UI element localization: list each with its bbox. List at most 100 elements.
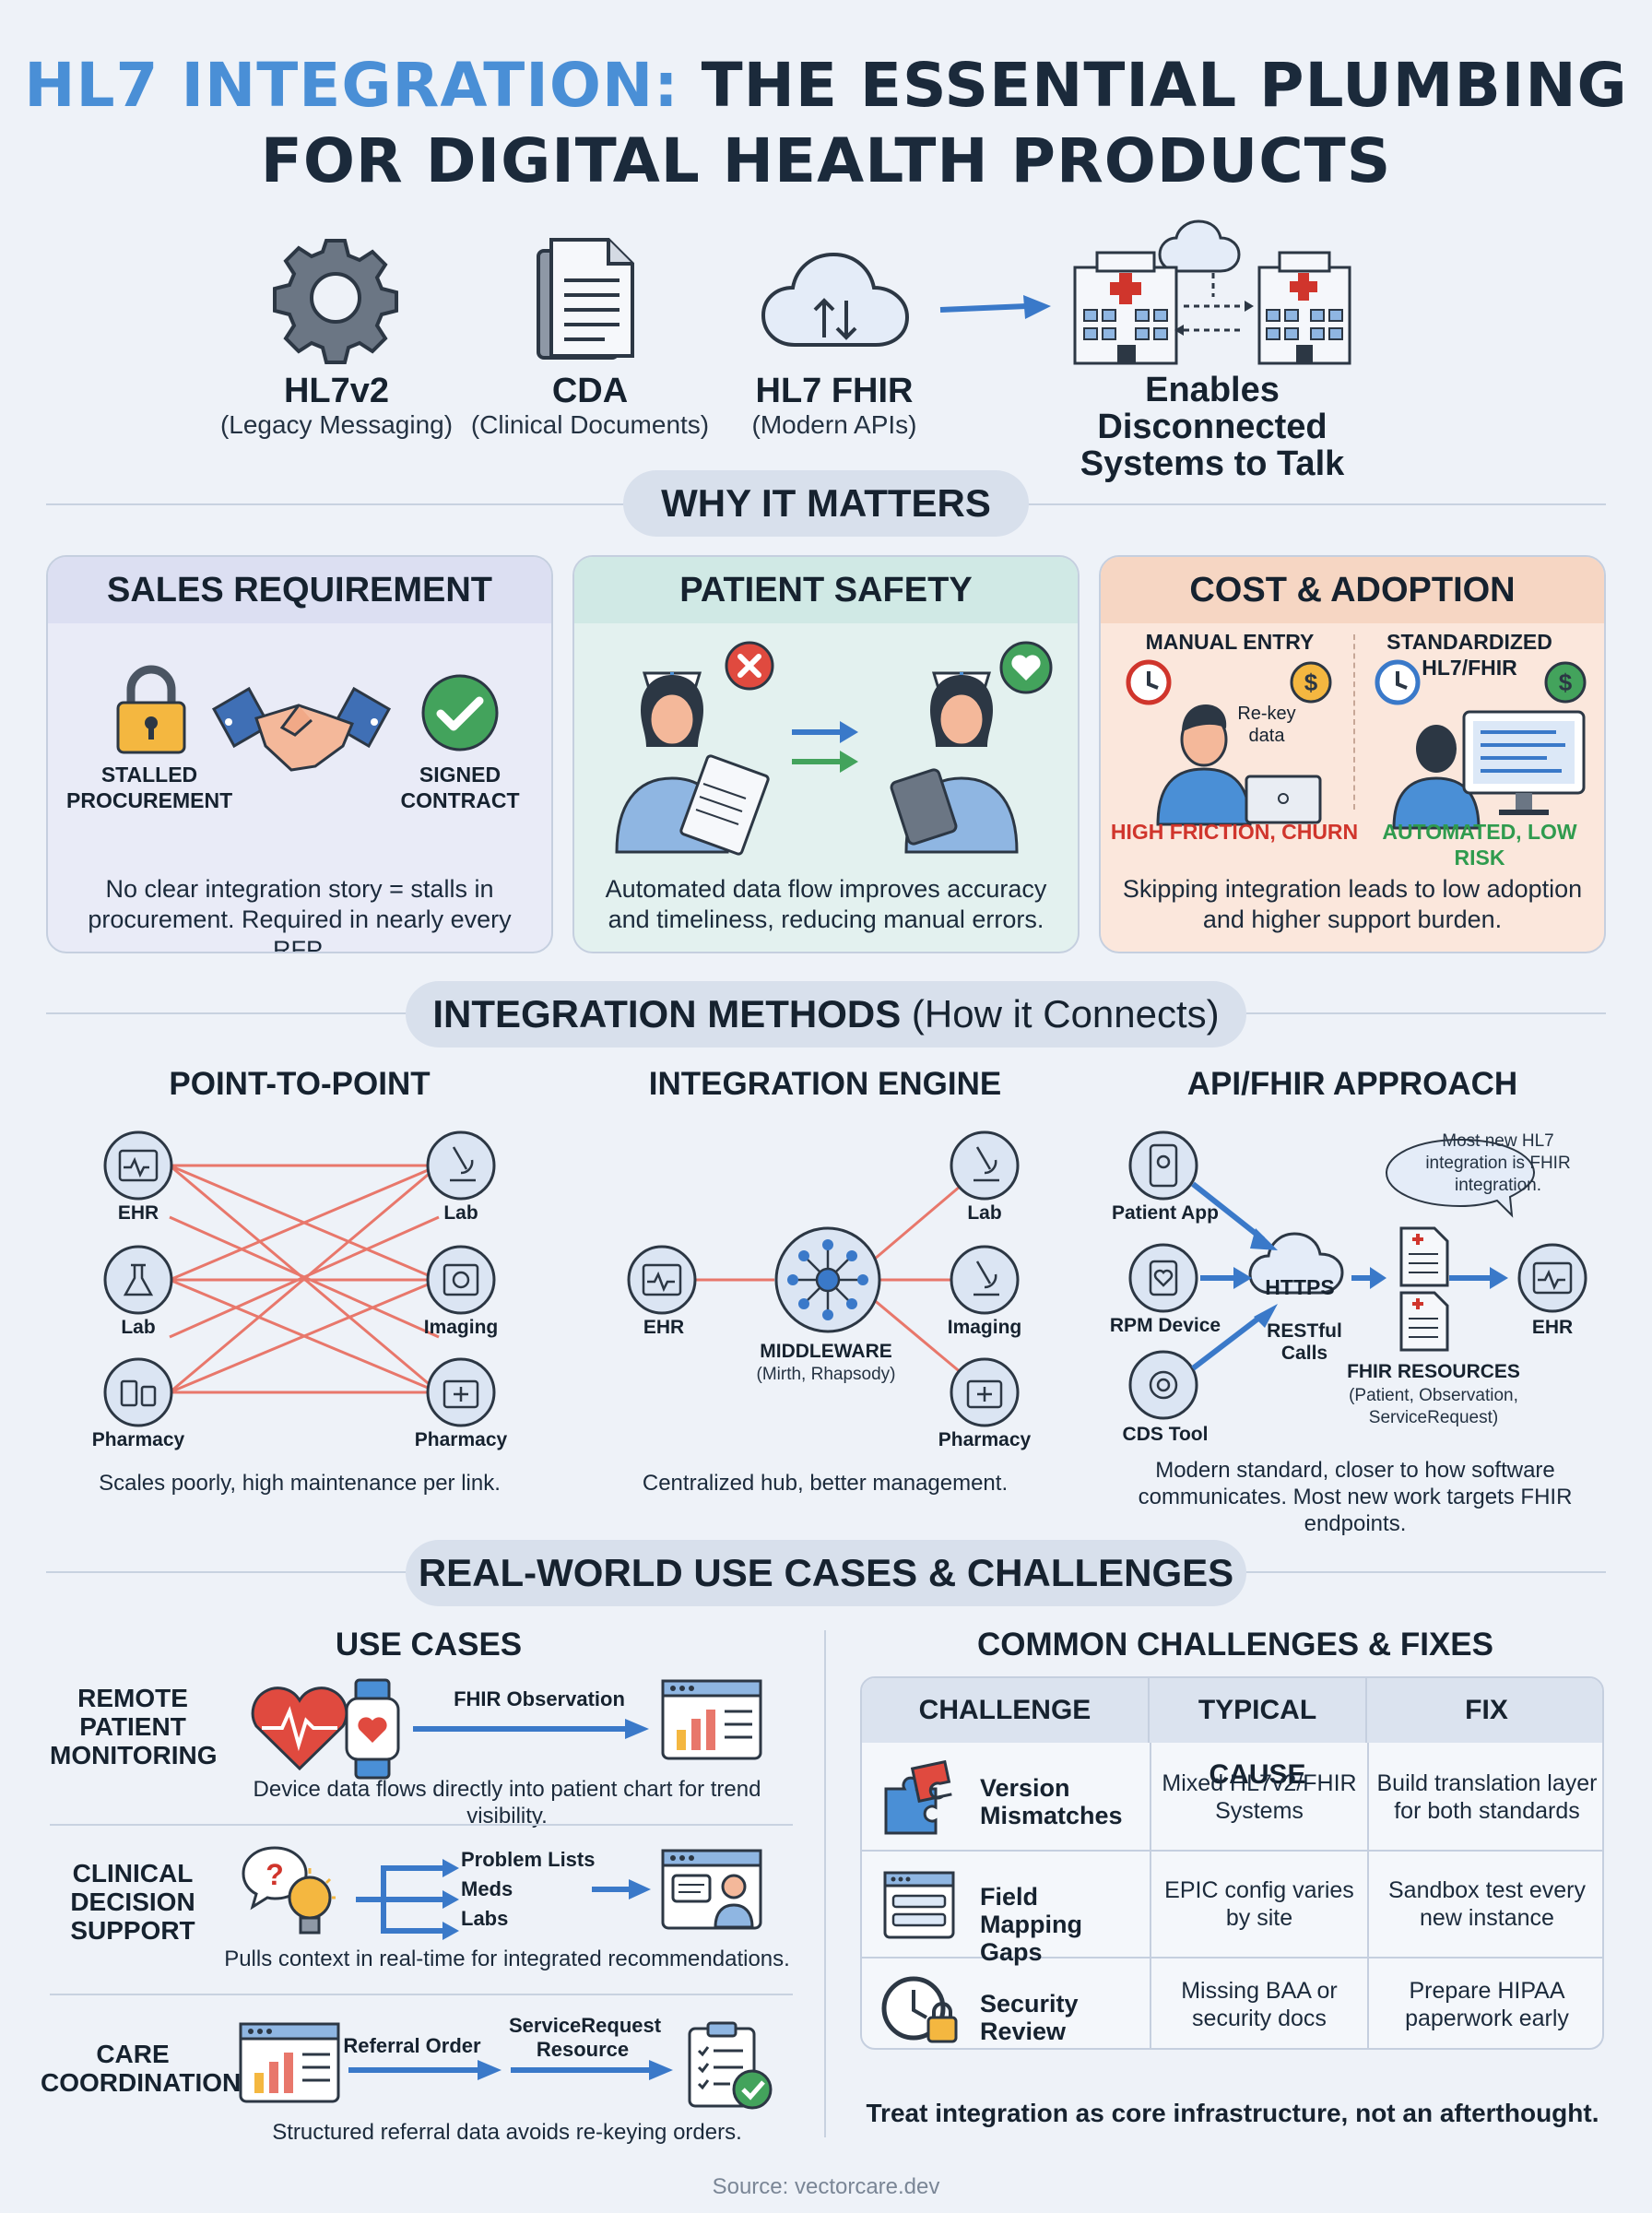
signed-label: SIGNED CONTRACT bbox=[400, 763, 520, 812]
title-rest: THE ESSENTIAL PLUMBING bbox=[678, 50, 1628, 121]
row3-challenge: Security Review Delays bbox=[980, 1990, 1079, 2048]
row2-fix: Sandbox test every new instance bbox=[1387, 1877, 1586, 1931]
why-pill: WHY IT MATTERS bbox=[623, 470, 1029, 537]
manual-entry-label: MANUAL ENTRY bbox=[1145, 630, 1315, 654]
usecase-care-flow-servicerequest: ServiceRequest Resource bbox=[509, 2014, 662, 2061]
rpm-arrow bbox=[413, 1719, 649, 1739]
fhir-sub: (Modern APIs) bbox=[751, 410, 917, 439]
row1-challenge: Version Mismatches bbox=[980, 1774, 1123, 1829]
svg-text:$: $ bbox=[1559, 669, 1573, 696]
care-arrow-2 bbox=[511, 2060, 673, 2080]
usecase-cds-flow-problems: Problem Lists bbox=[461, 1848, 596, 1871]
api-diagram bbox=[1128, 1130, 1587, 1420]
check-icon bbox=[421, 674, 499, 751]
title-line2: FOR DIGITAL HEALTH PRODUCTS bbox=[260, 125, 1392, 196]
cda-sub: (Clinical Documents) bbox=[470, 410, 710, 439]
api-node-rpm: RPM Device bbox=[1109, 1315, 1221, 1336]
methods-pill-light: (How it Connects) bbox=[901, 992, 1220, 1035]
high-friction-label: HIGH FRICTION, CHURN bbox=[1110, 820, 1359, 844]
usecases-vertical-divider bbox=[824, 1630, 826, 2137]
hl7v2-sub: (Legacy Messaging) bbox=[219, 410, 454, 439]
usecase-care-desc: Structured referral data avoids re-keyin… bbox=[272, 2120, 742, 2145]
p2p-node-pharmacy-right: Pharmacy bbox=[414, 1429, 508, 1450]
sales-card-title: SALES REQUIREMENT bbox=[48, 557, 551, 623]
arrow-right-icon bbox=[939, 295, 1051, 319]
cds-arrow bbox=[592, 1879, 651, 1899]
document-icon bbox=[537, 238, 634, 360]
page-title: HL7 INTEGRATION: THE ESSENTIAL PLUMBING … bbox=[0, 48, 1652, 199]
https-label: HTTPS bbox=[1265, 1275, 1335, 1299]
enables-label: Enables Disconnected Systems to Talk bbox=[1080, 371, 1345, 483]
referral-dashboard-icon bbox=[239, 2022, 340, 2103]
p2p-node-ehr: EHR bbox=[117, 1202, 159, 1224]
usecases-title: USE CASES bbox=[335, 1627, 523, 1663]
cost-card-title: COST & ADOPTION bbox=[1101, 557, 1604, 623]
frustrated-person-icon bbox=[1156, 704, 1322, 826]
api-node-ehr: EHR bbox=[1531, 1317, 1574, 1338]
engine-hub-sub: (Mirth, Rhapsody) bbox=[756, 1365, 896, 1384]
usecase-care-flow-referral: Referral Order bbox=[343, 2034, 481, 2057]
standardized-label: STANDARDIZED HL7/FHIR bbox=[1386, 630, 1552, 680]
row1-cause: Mixed HL7v2/FHIR Systems bbox=[1162, 1770, 1357, 1824]
row1-fix: Build translation layer for both standar… bbox=[1376, 1770, 1598, 1824]
nurse-tablet-icon bbox=[890, 671, 1019, 854]
engine-desc: Centralized hub, better management. bbox=[642, 1471, 1009, 1496]
usecase-rpm-desc: Device data flows directly into patient … bbox=[253, 1777, 761, 1828]
p2p-node-pharmacy-left: Pharmacy bbox=[91, 1429, 185, 1450]
doctor-screen-icon bbox=[661, 1849, 762, 1930]
cda-label: CDA bbox=[551, 372, 629, 410]
svg-text:$: $ bbox=[1304, 669, 1318, 696]
heart-monitor-icon bbox=[251, 1686, 348, 1771]
usecase-divider-2 bbox=[50, 1994, 793, 1995]
smartwatch-icon bbox=[345, 1678, 400, 1780]
engine-node-ehr: EHR bbox=[643, 1317, 685, 1338]
usecase-cds-desc: Pulls context in real-time for integrate… bbox=[224, 1947, 790, 1971]
api-node-cds: CDS Tool bbox=[1122, 1424, 1209, 1445]
table-grid bbox=[862, 1743, 1602, 2048]
branch-arrows bbox=[356, 1859, 459, 1940]
cost-divider bbox=[1353, 634, 1355, 810]
clipboard-check-icon bbox=[688, 2021, 773, 2110]
stalled-label: STALLED PROCUREMENT bbox=[66, 763, 233, 812]
computer-user-icon bbox=[1392, 710, 1586, 830]
engine-node-lab: Lab bbox=[967, 1202, 1002, 1224]
cost-text: Skipping integration leads to low adopti… bbox=[1122, 875, 1583, 933]
usecase-care-label: CARE COORDINATION bbox=[41, 2040, 242, 2097]
nurse-clipboard-icon bbox=[615, 671, 770, 856]
engine-node-imaging: Imaging bbox=[947, 1317, 1022, 1338]
api-bubble: Most new HL7 integration is FHIR integra… bbox=[1425, 1131, 1571, 1195]
clock-blue-icon bbox=[1375, 659, 1421, 705]
methods-pill: INTEGRATION METHODS (How it Connects) bbox=[406, 981, 1246, 1047]
usecase-rpm-label: REMOTE PATIENT MONITORING bbox=[50, 1684, 218, 1769]
sales-card: SALES REQUIREMENT STALLED PROCUREMENT SI… bbox=[46, 555, 553, 953]
dollar-green-icon: $ bbox=[1544, 661, 1587, 704]
data-flow-arrows-icon bbox=[792, 721, 858, 773]
p2p-desc: Scales poorly, high maintenance per link… bbox=[99, 1471, 501, 1496]
p2p-title: POINT-TO-POINT bbox=[169, 1066, 431, 1102]
p2p-node-lab-right: Lab bbox=[443, 1202, 478, 1224]
col-header-fix: FIX bbox=[1367, 1678, 1602, 1743]
error-icon bbox=[725, 641, 774, 691]
p2p-node-lab-left: Lab bbox=[121, 1317, 156, 1338]
usecase-cds-label: CLINICAL DECISION SUPPORT bbox=[70, 1859, 195, 1945]
automated-label: AUTOMATED, LOW RISK bbox=[1382, 820, 1577, 870]
svg-text:?: ? bbox=[266, 1858, 284, 1891]
engine-hub-label: MIDDLEWARE bbox=[760, 1341, 892, 1362]
title-highlight: HL7 INTEGRATION: bbox=[24, 50, 679, 121]
fhir-resources-sub: (Patient, Observation, ServiceRequest) bbox=[1349, 1386, 1518, 1427]
dollar-orange-icon: $ bbox=[1290, 661, 1332, 704]
safety-card: PATIENT SAFETY Automated data flow impro… bbox=[572, 555, 1080, 953]
row3-fix: Prepare HIPAA paperwork early bbox=[1405, 1978, 1569, 2031]
row3-cause: Missing BAA or security docs bbox=[1181, 1978, 1338, 2031]
lock-icon bbox=[116, 665, 186, 754]
sales-text: No clear integration story = stalls in p… bbox=[88, 875, 512, 953]
fhir-resources-label: FHIR RESOURCES bbox=[1347, 1361, 1520, 1382]
p2p-node-imaging: Imaging bbox=[423, 1317, 499, 1338]
form-icon bbox=[883, 1871, 955, 1939]
puzzle-icon bbox=[884, 1759, 952, 1835]
chart-dashboard-icon bbox=[661, 1679, 762, 1760]
engine-title: INTEGRATION ENGINE bbox=[648, 1066, 1002, 1102]
api-node-patient-app: Patient App bbox=[1112, 1202, 1219, 1224]
usecases-pill: REAL-WORLD USE CASES & CHALLENGES bbox=[406, 1540, 1246, 1606]
hl7v2-label: HL7v2 bbox=[283, 372, 390, 410]
